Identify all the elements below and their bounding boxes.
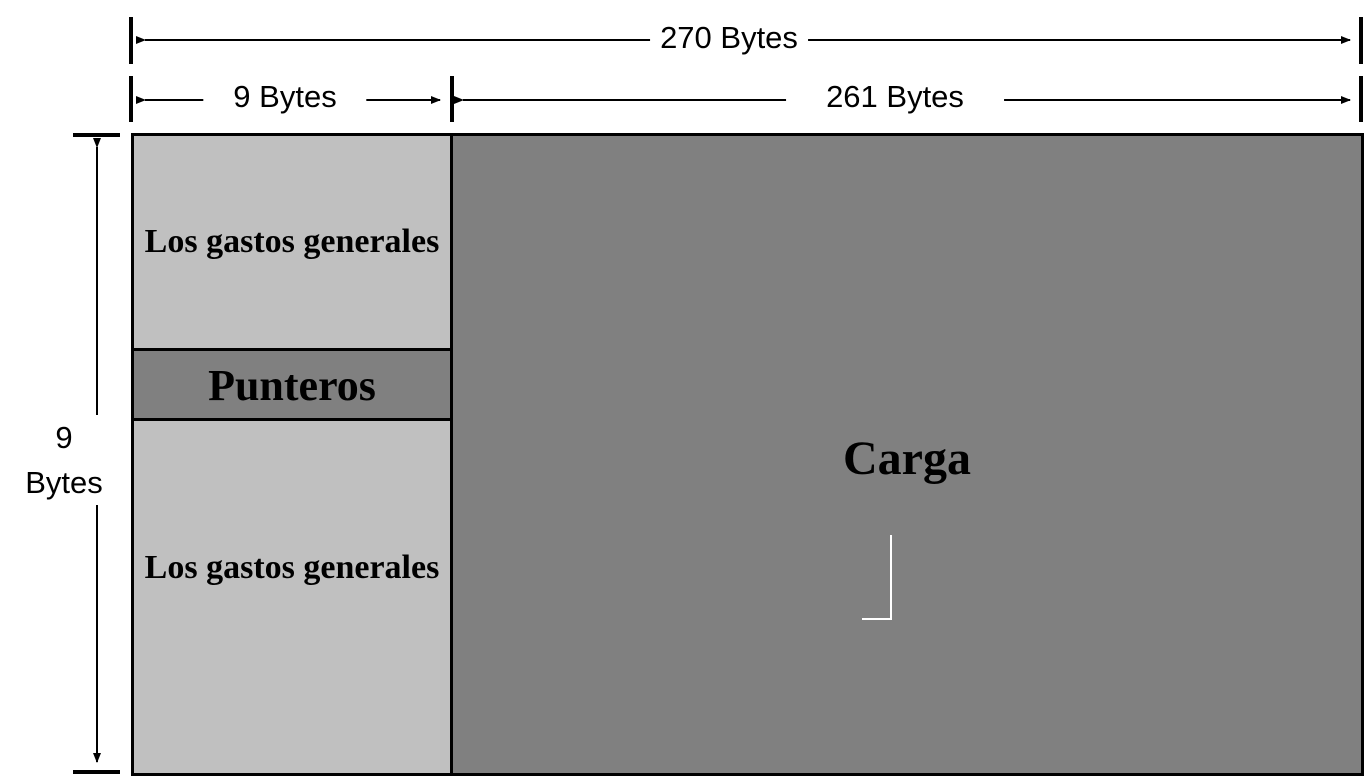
pointers-block: Punteros (131, 348, 453, 422)
height-label: 9 Bytes (4, 415, 124, 505)
bottom-overhead-label: Los gastos generales (144, 549, 440, 586)
total-width-label: 270 Bytes (650, 18, 808, 58)
height-label-number: 9 (55, 420, 73, 455)
top-overhead-label: Los gastos generales (144, 223, 440, 260)
payload-label: Carga (843, 432, 971, 485)
height-label-unit: Bytes (25, 465, 103, 500)
pointers-label: Punteros (208, 360, 376, 410)
overhead-width-label: 9 Bytes (203, 77, 367, 117)
top-overhead-block: Los gastos generales (131, 133, 453, 351)
payload-width-label: 261 Bytes (786, 77, 1004, 117)
payload-block: Carga (450, 133, 1364, 776)
corner-mark (862, 535, 892, 620)
bottom-overhead-block: Los gastos generales (131, 418, 453, 776)
